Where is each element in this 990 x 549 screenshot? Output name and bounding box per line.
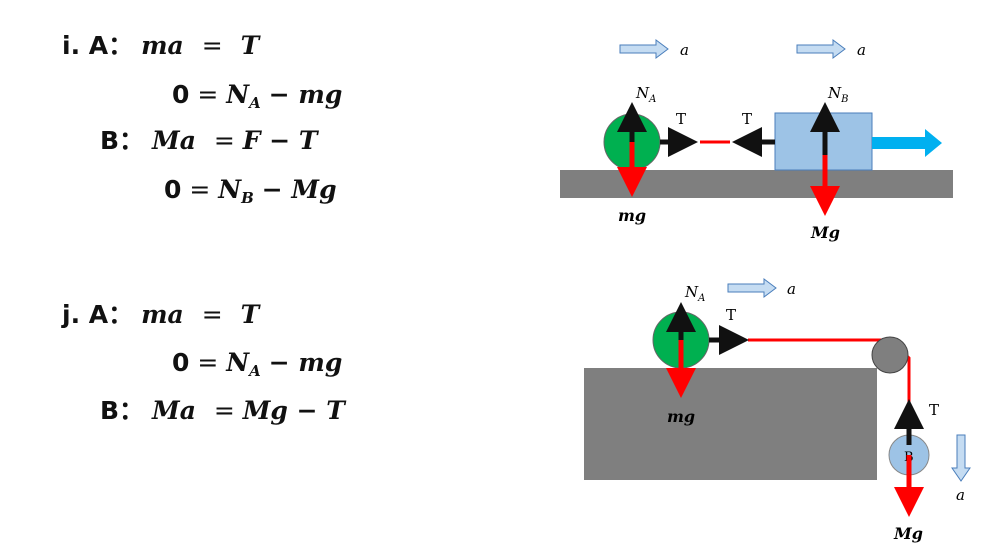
weight-label-A: mg xyxy=(618,206,646,225)
eq-j-A2-tail: − mg xyxy=(268,348,343,377)
eq-i-B-lhs: Ma xyxy=(152,126,196,155)
eq-j-A2-equals: = xyxy=(197,348,219,377)
weight-label-B-j: Mg xyxy=(893,524,923,543)
diagram-j: a a T NA mg B T Mg xyxy=(584,278,971,543)
eq-j-B-lhs: Ma xyxy=(152,396,196,425)
eq-i-B-label: B： xyxy=(100,126,145,155)
eq-i-A-label: i. A： xyxy=(62,31,134,60)
eq-i-B-equals: = xyxy=(213,126,235,155)
eq-i-B2-sub: B xyxy=(241,189,254,207)
eq-j-A-label: j. A： xyxy=(62,300,134,329)
eq-j-B-equals: = xyxy=(213,396,235,425)
eq-i-B2-tail: − Mg xyxy=(261,175,337,204)
eq-j-A-equals: = xyxy=(201,300,223,329)
acceleration-arrow-A xyxy=(619,39,669,59)
tension-label-A-j: T xyxy=(726,306,736,324)
eq-i-B2-N: N xyxy=(218,175,242,204)
tension-label-A: T xyxy=(676,110,686,128)
accel-label-B: a xyxy=(857,41,866,59)
acceleration-arrow-B xyxy=(796,39,846,59)
eq-i-A2-sub: A xyxy=(249,94,261,112)
weight-label-B: Mg xyxy=(810,223,840,242)
eq-j-B: B： Ma = Mg − T xyxy=(100,398,345,423)
accel-label-A: a xyxy=(680,41,689,59)
acceleration-arrow-A-j xyxy=(727,278,777,298)
tension-label-B-j: T xyxy=(929,401,939,419)
weight-label-A-j: mg xyxy=(667,407,695,426)
eq-i-A-equals: = xyxy=(201,31,223,60)
eq-j-A2: 0 = NA − mg xyxy=(172,350,342,379)
applied-force-arrow xyxy=(872,129,942,157)
eq-j-A2-N: N xyxy=(226,348,250,377)
tension-label-B: T xyxy=(742,110,752,128)
eq-i-B2-equals: = xyxy=(189,175,211,204)
table-surface xyxy=(584,368,877,480)
normal-label-A-j: NA xyxy=(684,283,705,304)
eq-j-A2-zero: 0 xyxy=(172,348,190,377)
eq-j-B-label: B： xyxy=(100,396,145,425)
eq-i-A2-zero: 0 xyxy=(172,80,190,109)
eq-i-A-lhs: ma xyxy=(141,31,184,60)
ground-surface xyxy=(560,170,953,198)
eq-i-A2-tail: − mg xyxy=(268,80,343,109)
eq-j-A-rhs: T xyxy=(240,300,260,329)
pulley xyxy=(871,336,909,374)
eq-i-A2: 0 = NA − mg xyxy=(172,82,342,111)
accel-label-A-j: a xyxy=(787,280,796,298)
eq-i-B: B： Ma = F − T xyxy=(100,128,317,153)
eq-i-A2-equals: = xyxy=(197,80,219,109)
eq-i-A-rhs: T xyxy=(240,31,260,60)
eq-i-B-rhs: F − T xyxy=(242,126,318,155)
eq-i-B2: 0 = NB − Mg xyxy=(164,177,337,206)
eq-j-A2-sub: A xyxy=(249,362,261,380)
eq-j-B-rhs: Mg − T xyxy=(242,396,345,425)
eq-j-A-lhs: ma xyxy=(141,300,184,329)
eq-j-A: j. A： ma = T xyxy=(62,302,259,327)
eq-i-A: i. A： ma = T xyxy=(62,33,259,58)
accel-label-B-j: a xyxy=(956,486,965,504)
eq-i-B2-zero: 0 xyxy=(164,175,182,204)
normal-label-A: NA xyxy=(635,84,656,105)
acceleration-arrow-B-j xyxy=(951,434,971,482)
diagram-i: a a T T NA NB mg Mg xyxy=(560,39,953,242)
normal-label-B: NB xyxy=(827,84,848,105)
eq-i-A2-N: N xyxy=(226,80,250,109)
